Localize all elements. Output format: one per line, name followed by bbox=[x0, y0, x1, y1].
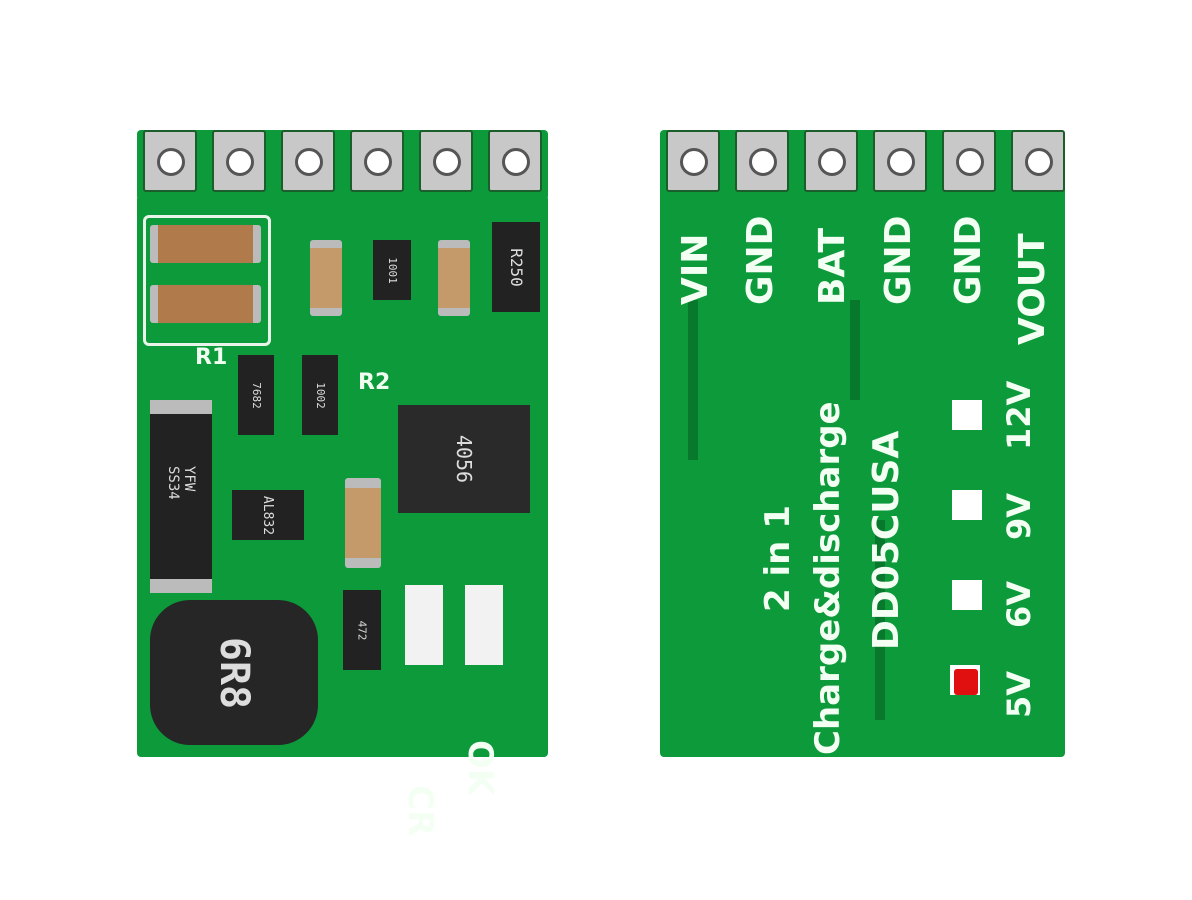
capacitor bbox=[310, 240, 342, 316]
pin bbox=[804, 130, 858, 192]
label: 6R8 bbox=[211, 636, 257, 709]
text-model: DD05CUSA bbox=[866, 430, 907, 650]
front-pin-header bbox=[137, 130, 548, 200]
trace bbox=[875, 520, 885, 720]
resistor-1002: 1002 bbox=[302, 355, 338, 435]
voltage-9v: 9V bbox=[1000, 492, 1038, 540]
ic-al832: AL832 bbox=[232, 490, 304, 540]
pin bbox=[350, 130, 404, 192]
label: 1001 bbox=[385, 256, 399, 284]
pin bbox=[488, 130, 542, 192]
cap-outline bbox=[143, 215, 271, 346]
inductor-6r8: 6R8 bbox=[150, 600, 318, 745]
pin-label-vout: VOUT bbox=[1012, 233, 1053, 345]
resistor-472: 472 bbox=[343, 590, 381, 670]
capacitor bbox=[150, 285, 261, 323]
pin bbox=[942, 130, 996, 192]
trace bbox=[688, 300, 698, 460]
pin bbox=[281, 130, 335, 192]
r1-label: R1 bbox=[195, 345, 228, 370]
text-charge-discharge: Charge&discharge bbox=[808, 401, 848, 755]
r2-label: R2 bbox=[358, 370, 391, 395]
voltage-6v: 6V bbox=[1000, 580, 1038, 628]
pin bbox=[419, 130, 473, 192]
capacitor bbox=[150, 225, 261, 263]
voltage-12v: 12V bbox=[1000, 380, 1038, 450]
diode-ss34: YFW SS34 bbox=[150, 400, 212, 593]
label: R250 bbox=[506, 247, 526, 287]
voltage-5v: 5V bbox=[1000, 670, 1038, 718]
text-2in1: 2 in 1 bbox=[758, 505, 798, 612]
ok-label: OK bbox=[460, 740, 500, 796]
pin-label-gnd: GND bbox=[878, 215, 919, 305]
resistor-1001: 1001 bbox=[373, 240, 411, 300]
resistor-7682: 7682 bbox=[238, 355, 274, 435]
resistor-r250: R250 bbox=[492, 222, 540, 312]
led-ok bbox=[465, 585, 503, 665]
pin-label-bat: BAT bbox=[812, 227, 853, 305]
label: 4056 bbox=[451, 434, 476, 484]
label: AL832 bbox=[260, 495, 276, 535]
cr-label: CR bbox=[400, 785, 440, 837]
pin bbox=[666, 130, 720, 192]
label: YFW SS34 bbox=[165, 465, 197, 500]
capacitor bbox=[438, 240, 470, 316]
jumper-6v bbox=[952, 580, 982, 610]
pin-label-gnd: GND bbox=[740, 215, 781, 305]
ic-4056: 4056 bbox=[398, 405, 530, 513]
label: 472 bbox=[355, 620, 369, 640]
pin bbox=[143, 130, 197, 192]
pin-label-gnd: GND bbox=[948, 215, 989, 305]
pin bbox=[212, 130, 266, 192]
pin bbox=[1011, 130, 1065, 192]
led-cr bbox=[405, 585, 443, 665]
pin bbox=[735, 130, 789, 192]
jumper-9v bbox=[952, 490, 982, 520]
label: 1002 bbox=[313, 381, 327, 409]
jumper-5v-selected bbox=[950, 665, 980, 695]
capacitor bbox=[345, 478, 381, 568]
label: 7682 bbox=[249, 381, 263, 409]
jumper-12v bbox=[952, 400, 982, 430]
trace bbox=[850, 300, 860, 400]
pin bbox=[873, 130, 927, 192]
pin-label-vin: VIN bbox=[675, 233, 716, 305]
back-pcb bbox=[660, 130, 1065, 757]
